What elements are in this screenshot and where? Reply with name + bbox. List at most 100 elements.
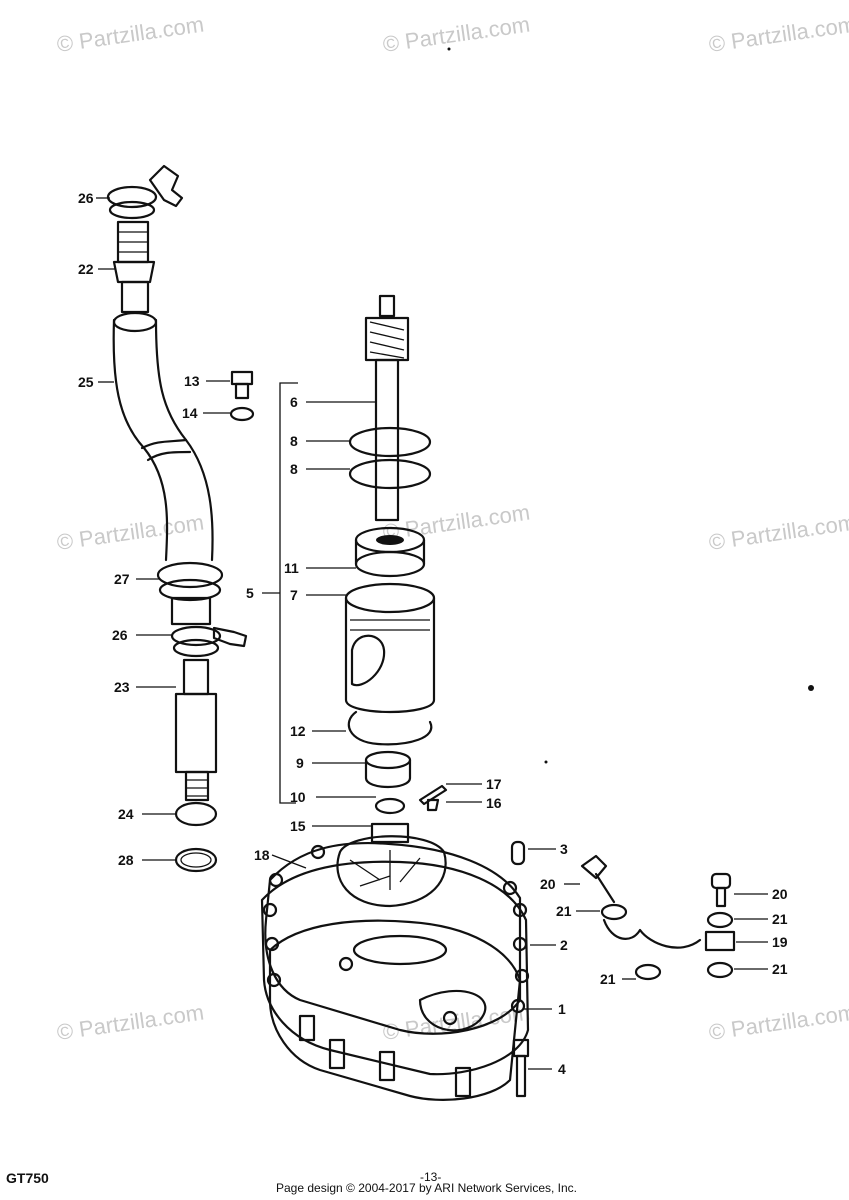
seal-9-body (364, 758, 412, 788)
watermark: © Partzilla.com (381, 500, 531, 545)
bearing-11-bore (376, 535, 404, 545)
washer-24 (174, 801, 218, 827)
case-7-top (344, 582, 436, 614)
callout-6: 6 (290, 394, 298, 410)
hose-band (156, 561, 224, 589)
callout-1: 1 (558, 1001, 566, 1017)
washer-21-left (600, 903, 628, 921)
hose-joint-2 (146, 450, 192, 462)
gear-teeth (369, 321, 405, 359)
impeller-vanes (349, 850, 421, 890)
pipe-lower (184, 770, 210, 802)
watermark: © Partzilla.com (381, 12, 531, 57)
callout-20: 20 (772, 886, 788, 902)
callout-19: 19 (772, 934, 788, 950)
cover-1 (268, 919, 522, 1101)
washer-21-lower (634, 963, 662, 981)
key-16 (426, 798, 440, 812)
bolt-hole (512, 936, 528, 952)
callout-25: 25 (78, 374, 94, 390)
bolt-13-washer-14 (229, 370, 255, 422)
housing-boss (328, 1038, 346, 1070)
o-ring-8-upper (348, 426, 432, 458)
callout-8: 8 (290, 433, 298, 449)
bolt-hole (512, 902, 528, 918)
callout-23: 23 (114, 679, 130, 695)
speck (544, 760, 548, 764)
callout-22: 22 (78, 261, 94, 277)
bolt-20-left-head (580, 854, 608, 880)
callout-labels: 26 22 25 13 14 6 8 8 11 5 7 27 26 23 12 … (78, 190, 788, 1077)
speck (447, 47, 451, 51)
impeller-15 (336, 835, 447, 908)
callout-17: 17 (486, 776, 502, 792)
callout-2: 2 (560, 937, 568, 953)
callout-21: 21 (556, 903, 572, 919)
watermark: © Partzilla.com (707, 510, 849, 555)
gasket-18 (264, 841, 522, 1035)
washer-21-right-upper (706, 911, 734, 929)
bolt-20-left-shank (594, 872, 616, 904)
callout-26: 26 (78, 190, 94, 206)
callout-5: 5 (246, 585, 254, 601)
bearing-11-bottom (354, 550, 426, 578)
bolt-20-right-shank (715, 886, 727, 908)
case-7-window (350, 634, 386, 687)
bolt-hole (268, 872, 284, 888)
pipe-body (174, 692, 218, 774)
model-label: GT750 (6, 1170, 49, 1186)
fitting-nipple (120, 280, 150, 314)
shaft-tip (378, 294, 396, 318)
clamp-lower-band (172, 638, 220, 658)
bolt-hole (514, 968, 530, 984)
callout-21: 21 (600, 971, 616, 987)
pump-housing (260, 822, 530, 1101)
shaft-body (374, 358, 400, 522)
washer-14 (229, 406, 255, 422)
housing-bore (352, 934, 448, 966)
bolt-hole (264, 936, 280, 952)
hose-lower-section (170, 596, 212, 626)
drain-fittings (580, 854, 736, 981)
pin-3-bolt-4 (510, 840, 530, 1098)
callout-14: 14 (182, 405, 198, 421)
pipe-thread (186, 779, 208, 797)
callout-7: 7 (290, 587, 298, 603)
watermark: © Partzilla.com (55, 510, 205, 555)
bolt-hole (262, 902, 278, 918)
bolt-hole (310, 844, 326, 860)
bolt-13-shank (234, 382, 250, 400)
callout-27: 27 (114, 571, 130, 587)
watermark: © Partzilla.com (55, 1000, 205, 1045)
o-ring-8-lower (348, 458, 432, 490)
callout-16: 16 (486, 795, 502, 811)
callout-21: 21 (772, 911, 788, 927)
callout-12: 12 (290, 723, 306, 739)
clamp-screw-top (148, 164, 184, 208)
pipe-upper (182, 658, 210, 696)
speck (808, 685, 814, 691)
shaft-assembly (344, 294, 448, 815)
circlip-12 (347, 710, 433, 746)
hose-top-end (112, 311, 158, 333)
union-19 (704, 930, 736, 952)
watermark: © Partzilla.com (55, 12, 205, 57)
footer-copyright: Page design © 2004-2017 by ARI Network S… (276, 1181, 578, 1195)
gasket-28 (174, 847, 218, 873)
callout-13: 13 (184, 373, 200, 389)
gasket-28-inner (180, 852, 212, 868)
case-7-ribs (350, 619, 430, 631)
bolt-hole (266, 972, 282, 988)
housing-outlet (418, 990, 487, 1032)
washer-21-right-lower (706, 961, 734, 979)
watermark: © Partzilla.com (707, 1000, 849, 1045)
hose-band-lower (158, 578, 222, 602)
callout-21: 21 (772, 961, 788, 977)
callout-11: 11 (284, 560, 299, 576)
watermark: © Partzilla.com (381, 1000, 531, 1045)
housing-boss (454, 1066, 472, 1098)
fitting-hex (112, 260, 156, 284)
group-bracket-5 (262, 382, 298, 804)
callout-8: 8 (290, 461, 298, 477)
shaft-gear (364, 316, 410, 362)
